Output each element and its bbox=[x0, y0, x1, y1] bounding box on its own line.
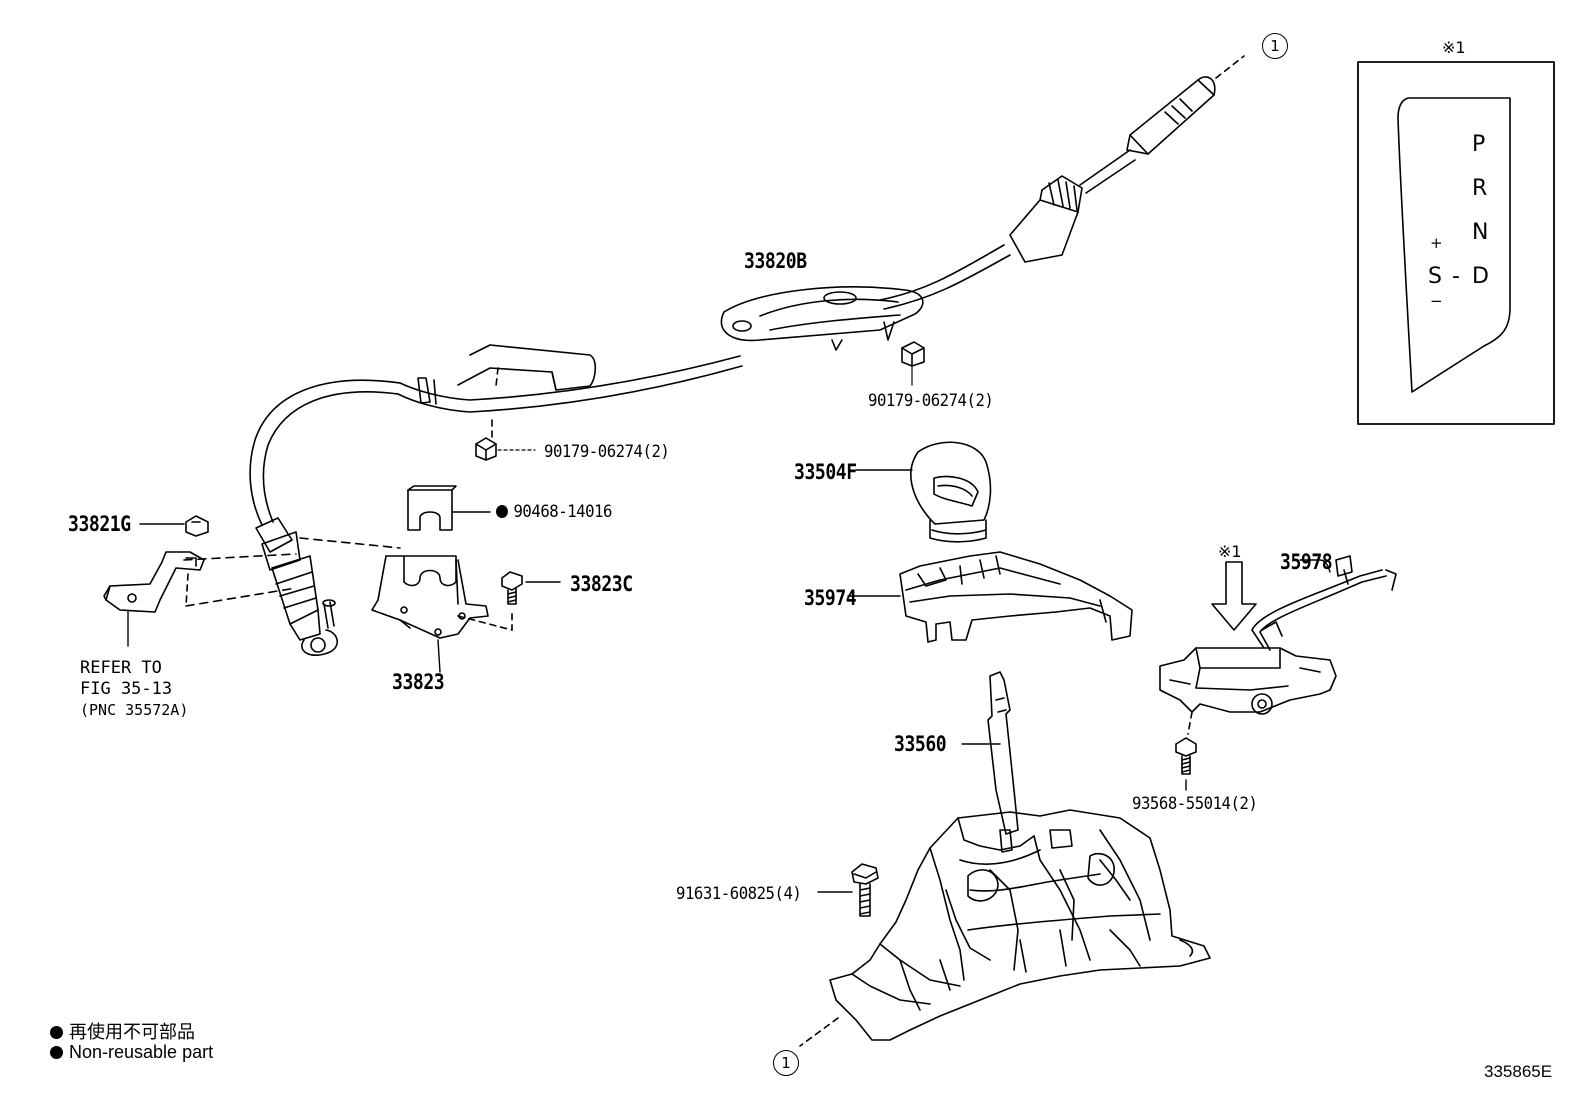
callout-33560: 33560 bbox=[894, 732, 947, 756]
bracket-33823 bbox=[371, 555, 513, 673]
callout-35974: 35974 bbox=[804, 586, 857, 610]
refer-note: REFER TO FIG 35-13 (PNC 35572A) bbox=[80, 658, 188, 719]
callout-35978: 35978 bbox=[1280, 550, 1333, 574]
shift-knob-33504F bbox=[855, 441, 992, 543]
legend-jp: 再使用不可部品 bbox=[50, 1018, 195, 1044]
view-arrow bbox=[1211, 561, 1257, 631]
gear-p: P bbox=[1472, 132, 1486, 157]
legend-en: Non-reusable part bbox=[50, 1042, 213, 1063]
connection-marker-top: 1 bbox=[1262, 33, 1288, 59]
callout-33820B: 33820B bbox=[744, 249, 807, 273]
refer-note-line1: REFER TO bbox=[80, 658, 162, 678]
callout-91631-60825: 91631-60825(4) bbox=[676, 884, 802, 904]
figure-code: 335865E bbox=[1484, 1062, 1553, 1081]
bolt-91631-60825 bbox=[817, 863, 879, 917]
gear-n: N bbox=[1472, 220, 1489, 245]
gear-dash: - bbox=[1452, 264, 1460, 289]
callout-93568-55014: 93568-55014(2) bbox=[1132, 794, 1258, 814]
callout-90468-14016: 90468-14016 bbox=[496, 504, 612, 521]
arrow-reference-mark: ※1 bbox=[1218, 542, 1242, 561]
screw-93568-55014 bbox=[1175, 711, 1197, 791]
shift-cable-33820B bbox=[249, 55, 1245, 656]
gear-r: R bbox=[1472, 176, 1488, 201]
gear-d: D bbox=[1472, 264, 1489, 289]
callout-33823C: 33823C bbox=[570, 572, 633, 596]
connection-marker-bottom: 1 bbox=[773, 1050, 799, 1076]
callout-33821G: 33821G bbox=[68, 512, 131, 536]
legend-en-text: Non-reusable part bbox=[69, 1042, 214, 1062]
callout-90179-06274-lower: 90179-06274(2) bbox=[544, 442, 670, 462]
callout-90179-06274-upper: 90179-06274(2) bbox=[868, 391, 994, 411]
gear-plus: + bbox=[1430, 234, 1443, 252]
callout-90468-14016-text: 90468-14016 bbox=[513, 502, 613, 522]
clip-90468-14016 bbox=[407, 485, 491, 531]
shift-lock-switch-35978 bbox=[1159, 555, 1397, 715]
bracket-pnc-35572A bbox=[103, 551, 297, 647]
panel-reference-mark: ※1 bbox=[1442, 38, 1466, 57]
legend-dot-en bbox=[50, 1046, 63, 1059]
refer-note-line2: FIG 35-13 bbox=[80, 679, 173, 700]
nut-33821G bbox=[139, 515, 209, 537]
refer-note-line3: (PNC 35572A) bbox=[80, 700, 189, 719]
nut-90179-06274-upper bbox=[901, 341, 925, 386]
non-reusable-dot bbox=[496, 505, 508, 518]
callout-33504F: 33504F bbox=[794, 460, 857, 484]
legend-jp-text: 再使用不可部品 bbox=[69, 1022, 195, 1042]
legend-dot-jp bbox=[50, 1026, 63, 1039]
gear-s: S bbox=[1428, 264, 1442, 289]
nut-90179-06274-lower bbox=[475, 419, 536, 461]
gear-minus: − bbox=[1430, 292, 1443, 310]
bolt-33823C bbox=[501, 571, 561, 605]
shift-pattern-panel bbox=[1357, 61, 1555, 425]
callout-33823: 33823 bbox=[392, 670, 445, 694]
shift-lever-assy-33560 bbox=[799, 671, 1211, 1047]
indicator-housing-35974 bbox=[847, 551, 1133, 643]
